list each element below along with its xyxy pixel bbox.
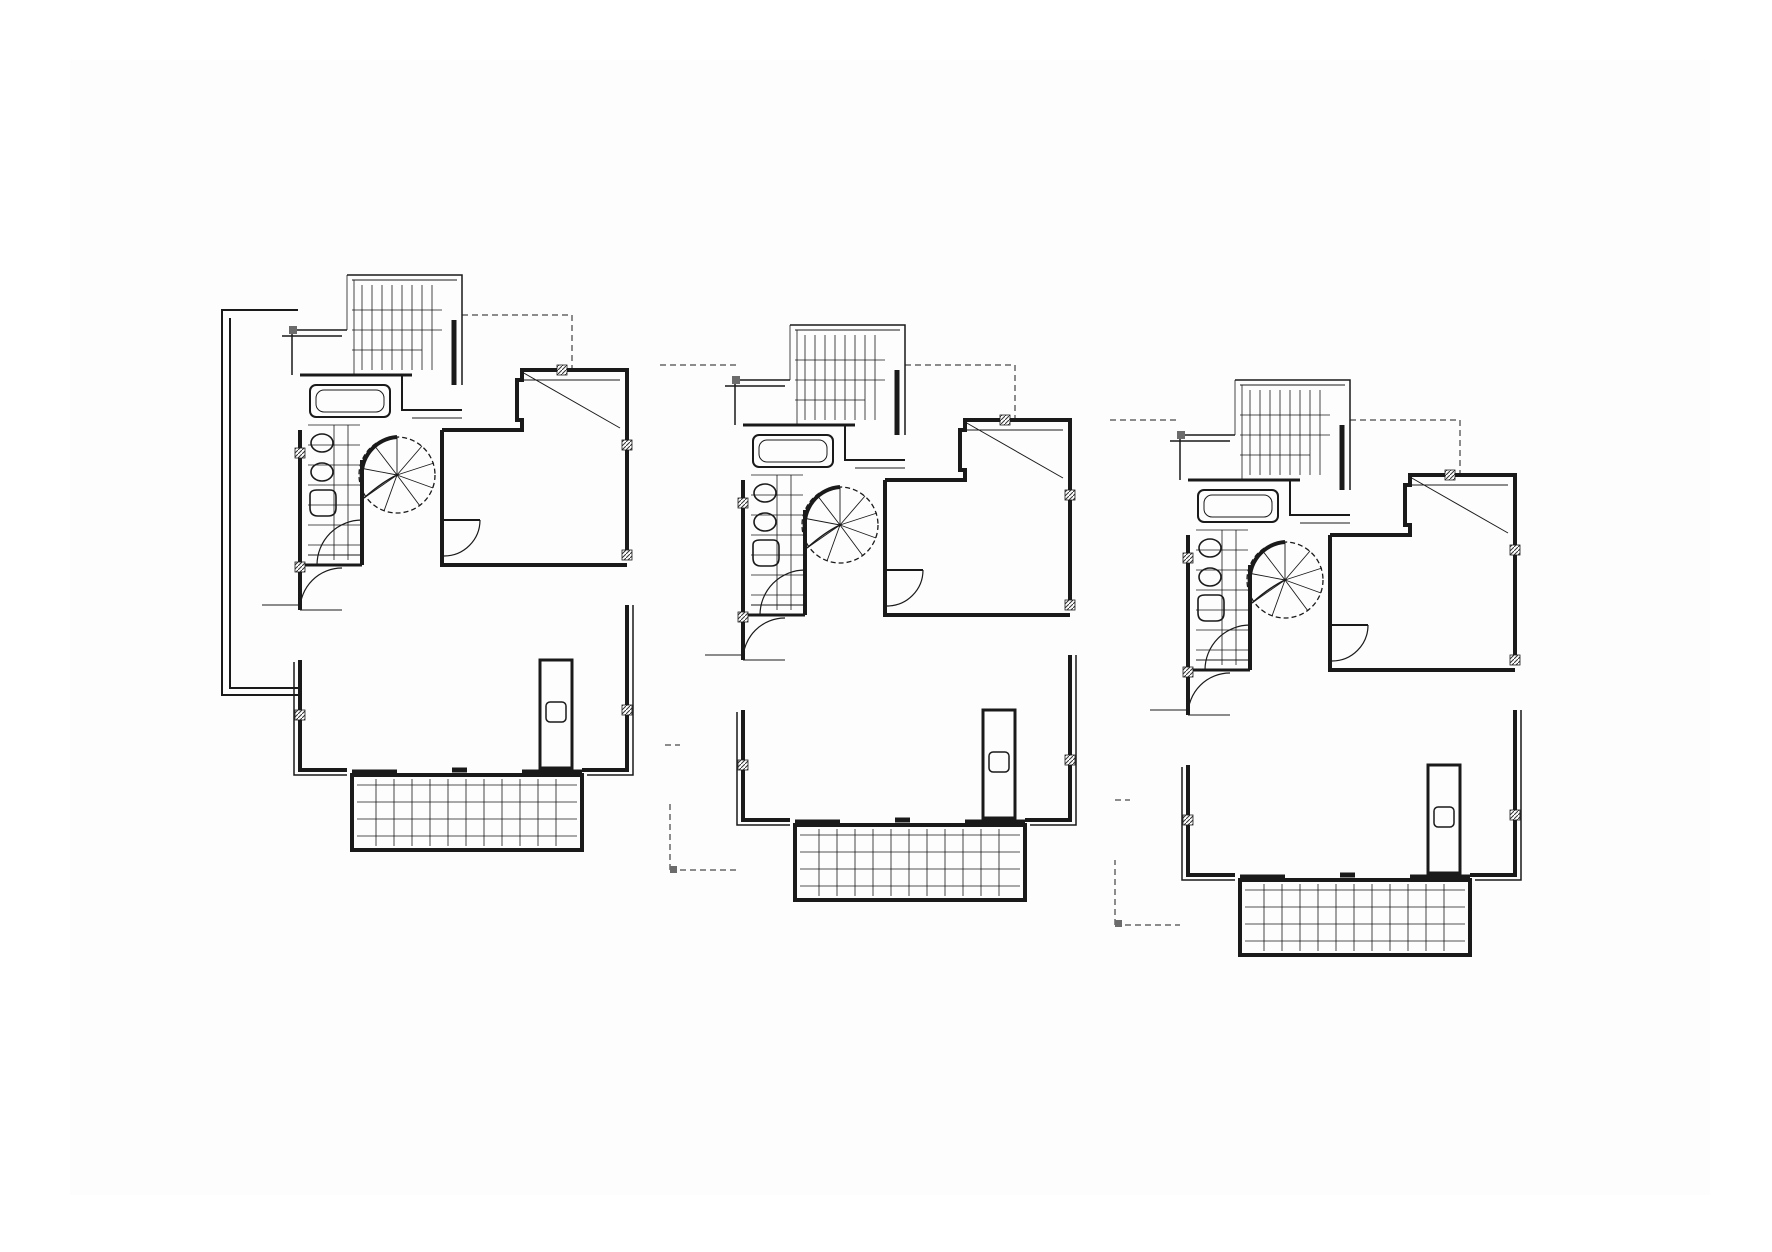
unit-1-outer-terrace-wall: [221, 309, 300, 696]
party-wall-1-2: [660, 364, 740, 871]
column-marker: [1115, 920, 1122, 927]
sheet-area: [70, 60, 1710, 1195]
column-marker: [670, 866, 677, 873]
party-wall-2-3: [1110, 419, 1180, 926]
